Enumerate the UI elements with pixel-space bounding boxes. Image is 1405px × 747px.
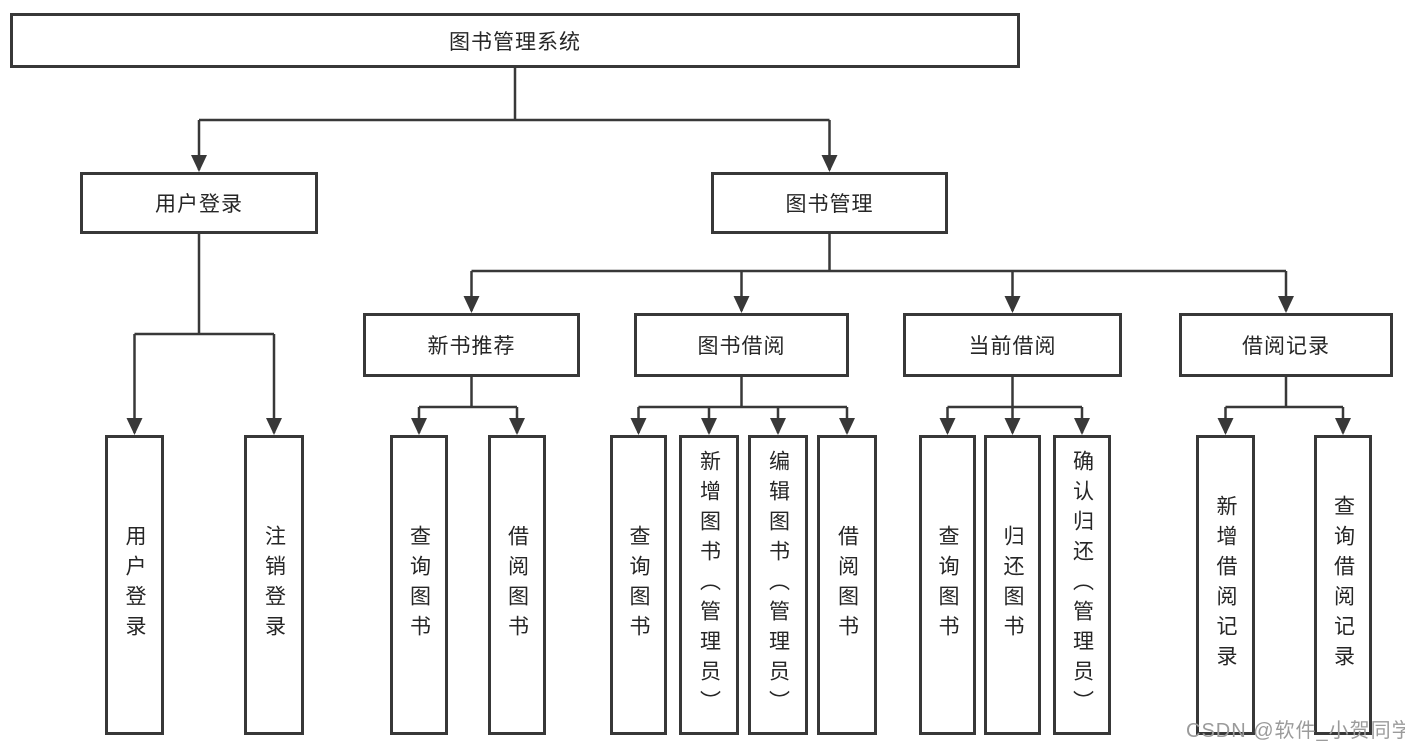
leaf-edit-book-admin: 编辑图书（管理员） (748, 435, 808, 735)
leaf-label: 编辑图书（管理员） (766, 450, 790, 720)
leaf-logout: 注销登录 (244, 435, 304, 735)
leaf-label: 新增图书（管理员） (697, 450, 721, 720)
csdn-watermark: CSDN @软件_小贺同学 (1186, 720, 1405, 742)
node-borrow-records: 借阅记录 (1179, 313, 1393, 377)
leaf-label: 用户登录 (123, 525, 146, 645)
node-new-book-recommend: 新书推荐 (363, 313, 580, 377)
leaf-label: 确认归还（管理员） (1070, 450, 1094, 720)
node-library-management-system: 图书管理系统 (10, 13, 1020, 68)
arrowheads (126, 155, 1351, 435)
leaf-label: 归还图书 (1001, 525, 1024, 645)
leaf-label: 借阅图书 (835, 525, 859, 645)
leaf-query-books-current: 查询图书 (919, 435, 976, 735)
node-book-borrow: 图书借阅 (634, 313, 849, 377)
leaf-label: 查询图书 (627, 525, 650, 645)
leaf-add-book-admin: 新增图书（管理员） (679, 435, 739, 735)
leaf-label: 借阅图书 (505, 525, 529, 645)
leaf-confirm-return-admin: 确认归还（管理员） (1053, 435, 1111, 735)
leaf-query-books-borrow: 查询图书 (610, 435, 667, 735)
leaf-label: 注销登录 (262, 525, 286, 645)
node-user-login: 用户登录 (80, 172, 318, 234)
leaf-return-books: 归还图书 (984, 435, 1041, 735)
leaf-query-books-recommend: 查询图书 (390, 435, 448, 735)
leaf-borrow-books-recommend: 借阅图书 (488, 435, 546, 735)
node-current-borrow: 当前借阅 (903, 313, 1122, 377)
node-book-management: 图书管理 (711, 172, 948, 234)
leaf-label: 查询图书 (407, 525, 431, 645)
leaf-label: 查询图书 (936, 525, 959, 645)
leaf-add-borrow-record: 新增借阅记录 (1196, 435, 1255, 735)
leaf-label: 新增借阅记录 (1214, 495, 1237, 675)
leaf-label: 查询借阅记录 (1331, 495, 1355, 675)
leaf-user-login: 用户登录 (105, 435, 164, 735)
leaf-query-borrow-record: 查询借阅记录 (1314, 435, 1372, 735)
leaf-borrow-books: 借阅图书 (817, 435, 877, 735)
